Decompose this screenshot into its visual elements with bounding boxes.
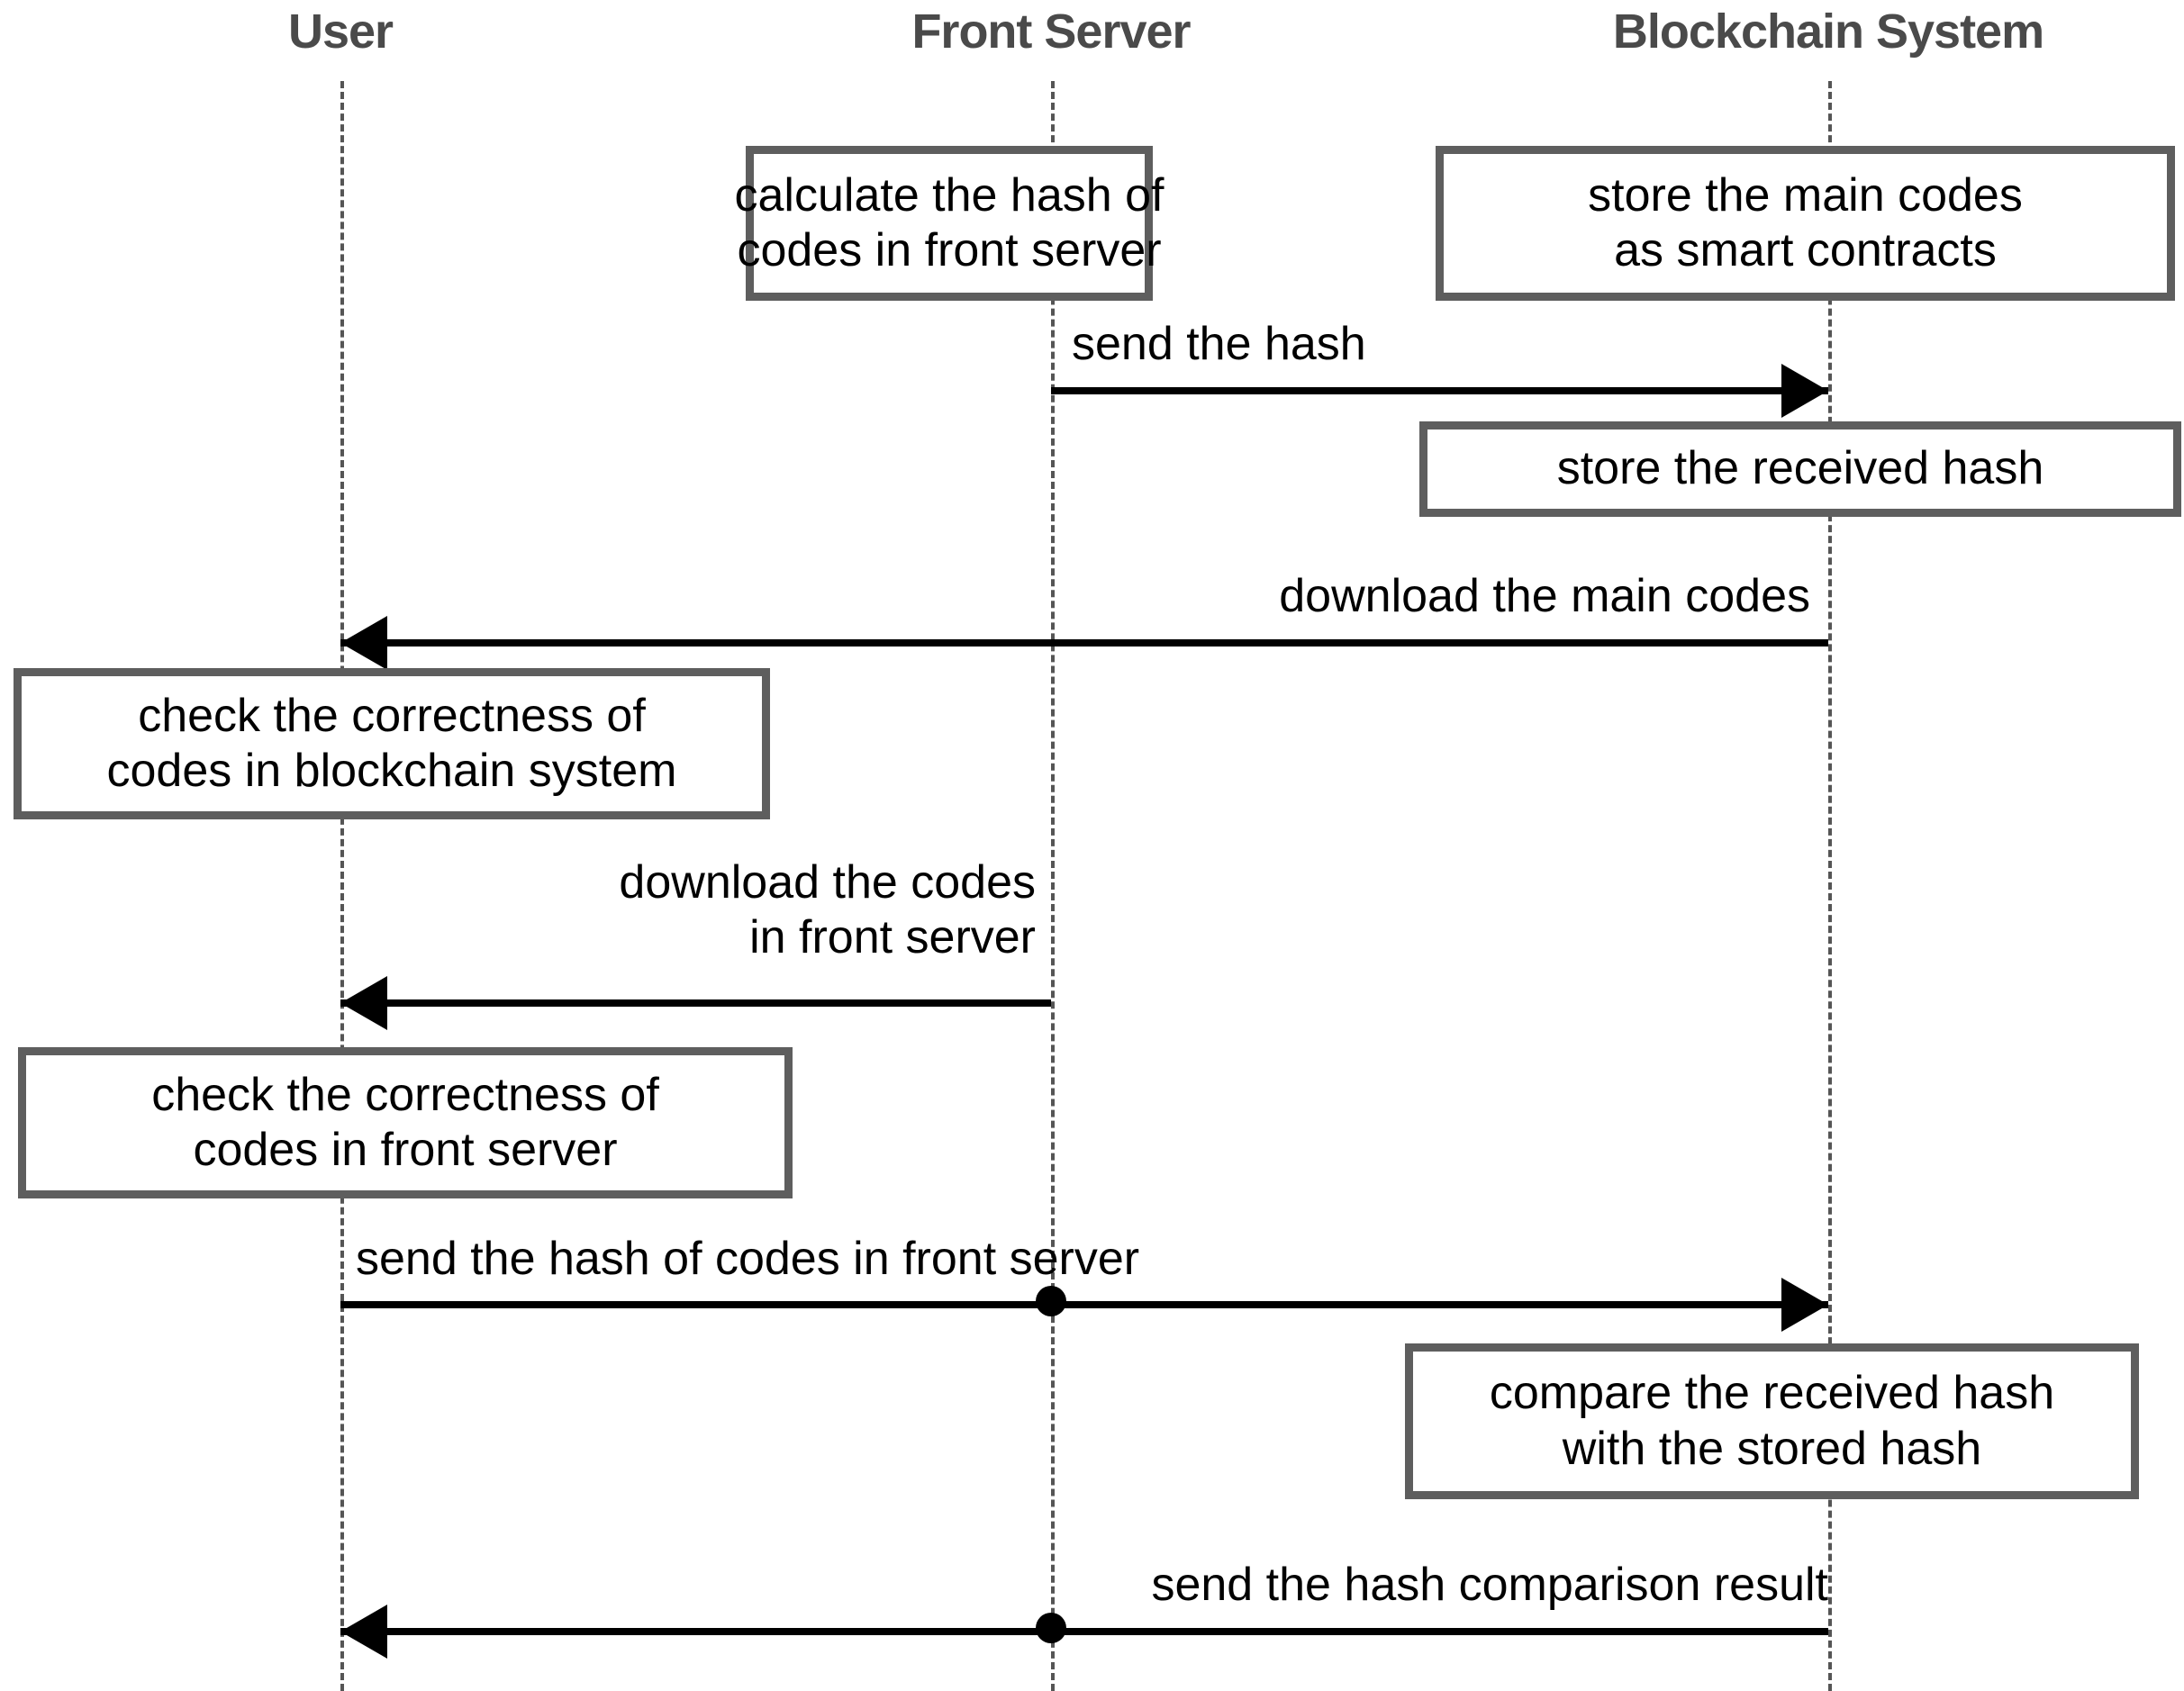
note-line: codes in blockchain system (106, 745, 677, 797)
message-line (340, 999, 1051, 1007)
note-check-correctness-of-codes-in-blockchain-system: check the correctness of codes in blockc… (14, 668, 770, 819)
message-line (340, 639, 1828, 647)
message-line (340, 1628, 1828, 1635)
arrowhead-left-icon (340, 616, 387, 670)
participant-header-front-server: Front Server (911, 5, 1191, 59)
note-store-the-received-hash: store the received hash (1419, 421, 2181, 517)
message-passthrough-dot (1036, 1613, 1066, 1643)
note-line: store the main codes (1588, 168, 2023, 222)
participant-header-blockchain-system: Blockchain System (1612, 5, 2044, 59)
message-line (1051, 387, 1828, 394)
message-passthrough-dot (1036, 1286, 1066, 1316)
message-label-line: send the hash comparison result (1151, 1559, 1828, 1611)
arrowhead-left-icon (340, 976, 387, 1030)
note-line: as smart contracts (1614, 224, 1997, 276)
message-label-line: send the hash (1072, 318, 1366, 370)
arrowhead-right-icon (1781, 1278, 1828, 1332)
message-label-line: send the hash of codes in front server (356, 1233, 1140, 1285)
message-label-send-the-hash: send the hash (1072, 317, 1612, 372)
note-line: store the received hash (1556, 442, 2044, 495)
arrowhead-left-icon (340, 1605, 387, 1659)
note-check-correctness-of-codes-in-front-server: check the correctness of codes in front … (18, 1047, 793, 1198)
message-label-send-the-hash-comparison-result: send the hash comparison result (982, 1558, 1828, 1613)
message-label-line: download the codes (619, 856, 1036, 909)
note-line: compare the received hash (1489, 1367, 2055, 1420)
message-label-download-the-main-codes: download the main codes (1018, 569, 1810, 624)
message-label-line: download the main codes (1279, 570, 1810, 622)
note-line: with the stored hash (1562, 1422, 1982, 1475)
message-label-line: in front server (749, 911, 1036, 964)
note-line: codes in front server (193, 1124, 618, 1176)
message-label-download-the-codes-in-front-server: download the codes in front server (243, 855, 1036, 966)
note-store-main-codes-as-smart-contracts: store the main codes as smart contracts (1436, 146, 2175, 301)
note-compare-received-hash-with-stored-hash: compare the received hash with the store… (1405, 1343, 2139, 1499)
lifeline-front-server (1051, 81, 1055, 1691)
message-label-send-the-hash-of-codes-in-front-server: send the hash of codes in front server (356, 1232, 1436, 1287)
lifeline-user (340, 81, 344, 1691)
note-line: check the correctness of (151, 1068, 659, 1121)
arrowhead-right-icon (1781, 364, 1828, 418)
note-line: check the correctness of (138, 689, 646, 742)
participant-header-user: User (287, 5, 394, 59)
note-calculate-hash-of-codes-in-front-server: calculate the hash of codes in front ser… (735, 146, 1164, 301)
note-line: codes in front server (737, 224, 1162, 276)
message-line (340, 1301, 1828, 1308)
lifeline-blockchain-system (1828, 81, 1832, 1691)
note-line: calculate the hash of (734, 168, 1164, 222)
